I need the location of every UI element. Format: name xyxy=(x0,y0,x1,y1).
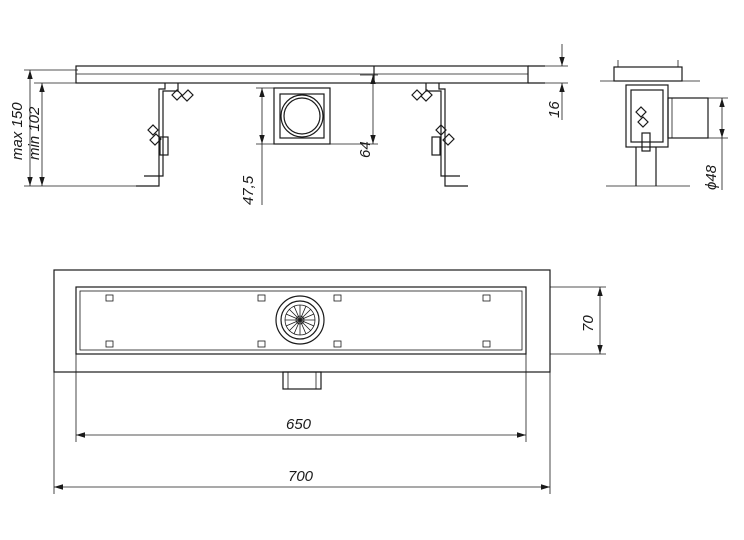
label-max-height: max 150 xyxy=(9,102,26,160)
outlet-box xyxy=(273,87,331,145)
label-overall-length: 700 xyxy=(288,468,314,485)
outlet-pipe xyxy=(667,97,709,139)
label-min-height: min 102 xyxy=(26,106,43,160)
grate-bar xyxy=(75,65,529,84)
right-support-leg xyxy=(411,83,468,187)
drain-outlet xyxy=(275,295,325,345)
front-view: max 150 min 102 47,5 64 16 xyxy=(9,44,568,205)
left-support-leg xyxy=(136,83,194,187)
side-view: ϕ48 xyxy=(600,60,728,190)
top-view: 70 650 700 xyxy=(53,269,606,494)
label-outlet-height: 64 xyxy=(357,141,374,158)
outlet-stub xyxy=(282,371,322,390)
label-outlet-offset: 47,5 xyxy=(240,175,257,205)
label-pipe-diameter: ϕ48 xyxy=(703,164,720,190)
channel xyxy=(75,286,527,355)
label-channel-width: 70 xyxy=(580,315,597,332)
label-grate-thickness: 16 xyxy=(546,101,563,118)
label-channel-length: 650 xyxy=(286,416,312,433)
grate-tabs xyxy=(105,294,491,348)
